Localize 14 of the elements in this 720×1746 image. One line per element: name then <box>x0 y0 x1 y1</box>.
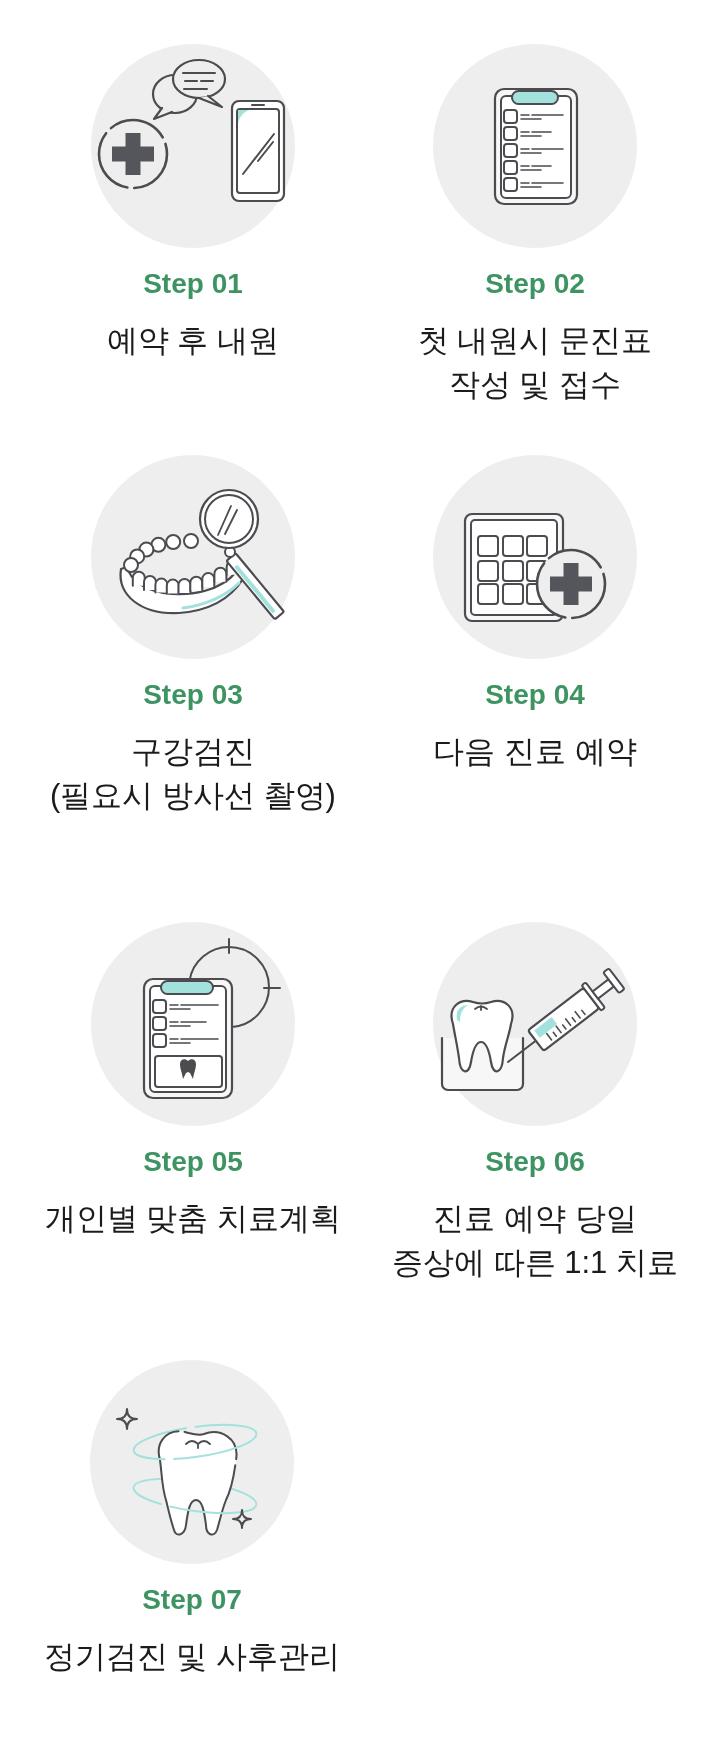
step-title: 정기검진 및 사후관리 <box>43 1638 341 1676</box>
step-label: Step 01 <box>143 268 243 300</box>
step-label: Step 06 <box>485 1146 585 1178</box>
step-title: 구강검진 (필요시 방사선 촬영) <box>50 733 336 815</box>
step-title: 진료 예약 당일 증상에 따른 1:1 치료 <box>392 1200 678 1282</box>
step-title: 첫 내원시 문진표 작성 및 접수 <box>417 322 653 404</box>
step-title: 예약 후 내원 <box>106 322 280 360</box>
step-label: Step 04 <box>485 679 585 711</box>
step-label: Step 05 <box>143 1146 243 1178</box>
step-title: 다음 진료 예약 <box>433 733 637 771</box>
step-label: Step 07 <box>142 1584 242 1616</box>
step-label: Step 03 <box>143 679 243 711</box>
step-title: 개인별 맞춤 치료계획 <box>44 1200 342 1238</box>
step-label: Step 02 <box>485 268 585 300</box>
